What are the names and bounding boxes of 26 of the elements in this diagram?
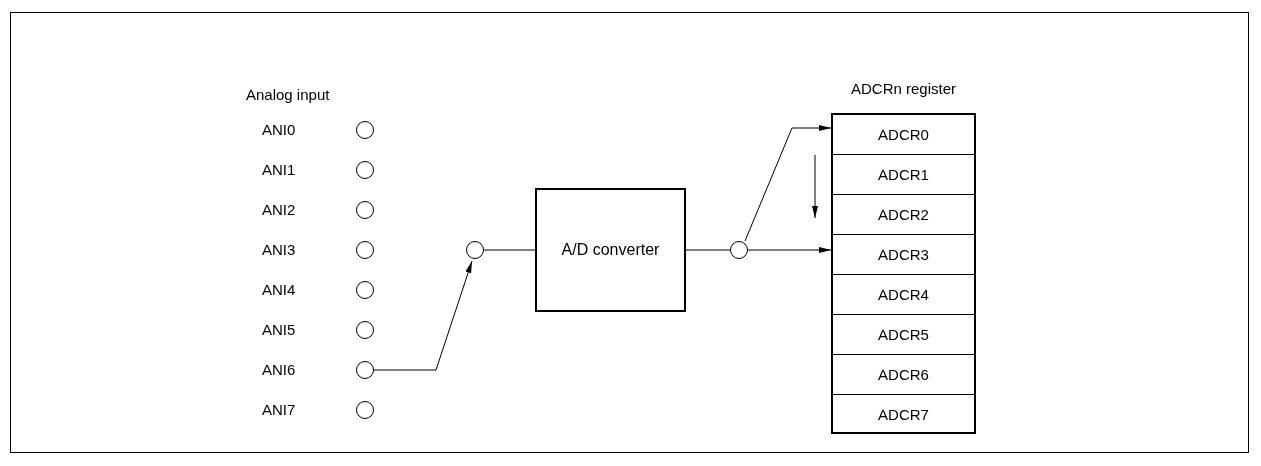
- converter-box: A/D converter: [535, 188, 686, 312]
- input-label: ANI1: [262, 161, 296, 178]
- connector-line: [685, 249, 731, 251]
- input-label: ANI7: [262, 401, 296, 418]
- register-heading: ADCRn register: [850, 80, 957, 97]
- input-label: ANI3: [262, 241, 296, 258]
- input-label: ANI6: [262, 361, 296, 378]
- switch-circle: [465, 240, 485, 260]
- register-cell: ADCR5: [833, 315, 974, 355]
- input-label: ANI4: [262, 281, 296, 298]
- register-cell: ADCR3: [833, 235, 974, 275]
- register-cell: ADCR0: [833, 115, 974, 155]
- arrow: [744, 125, 832, 242]
- register-cell: ADCR1: [833, 155, 974, 195]
- group-heading: Analog input: [246, 86, 330, 103]
- register-cell: ADCR4: [833, 275, 974, 315]
- input-label: ANI0: [262, 121, 296, 138]
- register-cell: ADCR6: [833, 355, 974, 395]
- connector-line: [483, 249, 536, 251]
- register-cell: ADCR2: [833, 195, 974, 235]
- switch-circle: [729, 240, 749, 260]
- arrow: [747, 247, 832, 253]
- input-label: ANI5: [262, 321, 296, 338]
- register-cell: ADCR7: [833, 395, 974, 434]
- arrow: [373, 260, 473, 371]
- input-label: ANI2: [262, 201, 296, 218]
